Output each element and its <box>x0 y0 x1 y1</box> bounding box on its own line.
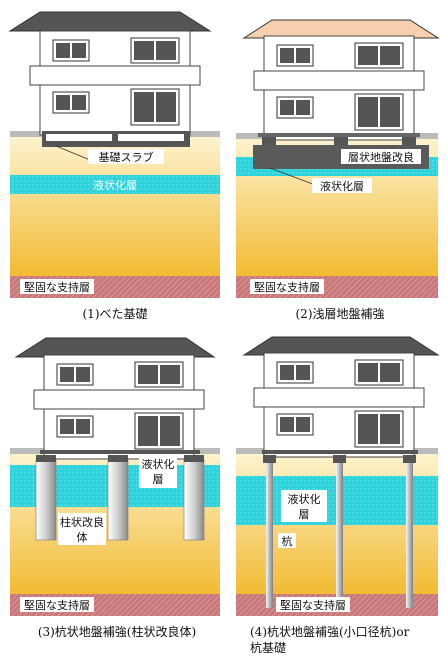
panel-4-small-diameter-piles: 液状化 層 杭 堅固な支持層 (4)杭状地盤補強(小口径杭)or 杭基礎 <box>236 336 440 655</box>
roof <box>242 336 440 356</box>
bearing-label: 堅固な支持層 <box>254 280 320 294</box>
column-cap <box>36 455 56 462</box>
panel-caption-line-1: (4)杭状地盤補強(小口径杭)or <box>250 624 410 639</box>
liquefaction-layer <box>10 175 220 194</box>
slab-label: 基礎スラブ <box>99 150 154 164</box>
improved-label-box <box>341 149 421 164</box>
house <box>29 30 201 136</box>
steel-pile <box>406 462 413 608</box>
liquefaction-label-box <box>281 490 327 522</box>
bearing-label: 堅固な支持層 <box>280 598 346 612</box>
liquefaction-label-line-2: 層 <box>153 473 164 486</box>
liquefaction-label-line-1: 液状化 <box>288 492 321 506</box>
improvement-column <box>107 459 129 541</box>
bearing-label-box <box>250 279 324 294</box>
slab-void-right <box>118 134 184 141</box>
improvement-column <box>183 459 205 541</box>
leader-line <box>55 145 91 161</box>
leader-line <box>269 167 319 187</box>
steel-pile <box>336 462 343 608</box>
column-label-line-1: 柱状改良 <box>60 515 104 529</box>
improved-label: 層状地盤改良 <box>348 150 414 164</box>
slab-label-box <box>88 149 164 164</box>
pile-cap <box>263 455 276 463</box>
pile-label: 杭 <box>282 534 293 548</box>
roof <box>242 19 440 39</box>
house <box>253 352 425 458</box>
house <box>33 354 205 460</box>
panel-caption: (2)浅層地盤補強 <box>296 307 385 321</box>
footing <box>402 136 416 145</box>
bearing-label-box <box>276 597 350 612</box>
slab-void-left <box>46 134 112 141</box>
column-cap <box>108 455 128 462</box>
liquefaction-label-box <box>312 178 372 193</box>
bearing-label: 堅固な支持層 <box>24 598 90 612</box>
foundation-beam <box>258 133 420 137</box>
panel-caption: (1)べた基礎 <box>83 307 148 321</box>
liquefaction-label: 液状化層 <box>320 179 364 193</box>
improvement-column <box>35 459 57 541</box>
foundation-beam <box>262 450 418 454</box>
pile-label-box <box>278 533 296 548</box>
bearing-label: 堅固な支持層 <box>24 280 90 294</box>
house <box>253 35 425 141</box>
liquefaction-label-box <box>139 456 177 488</box>
liquefaction-label-line-2: 層 <box>299 508 310 521</box>
panel-1-mat-foundation: 基礎スラブ 液状化層 堅固な支持層 (1)べた基礎 <box>8 11 220 321</box>
pile-cap <box>333 455 346 463</box>
panel-caption-line-2: 杭基礎 <box>250 640 286 655</box>
panel-2-shallow-improvement: 層状地盤改良 液状化層 堅固な支持層 (2)浅層地盤補強 <box>236 19 440 321</box>
liquefaction-label: 液状化層 <box>93 178 137 192</box>
roof <box>8 11 212 32</box>
pile-cap <box>403 455 416 463</box>
steel-pile <box>266 462 273 608</box>
bearing-label-box <box>20 597 94 612</box>
roof <box>14 337 216 358</box>
liquefaction-label-line-1: 液状化 <box>142 457 175 471</box>
column-cap <box>184 455 204 462</box>
panel-caption: (3)杭状地盤補強(柱状改良体) <box>38 624 196 639</box>
column-label-line-2: 体 <box>77 530 88 544</box>
bearing-label-box <box>20 279 94 294</box>
foundation-beam <box>40 450 200 454</box>
footing <box>334 136 348 145</box>
panel-3-column-improvement: 液状化 層 柱状改良 体 堅固な支持層 (3)杭状地盤補強(柱状改良体) <box>10 337 220 639</box>
column-label-box <box>58 513 106 545</box>
footing <box>262 136 276 145</box>
